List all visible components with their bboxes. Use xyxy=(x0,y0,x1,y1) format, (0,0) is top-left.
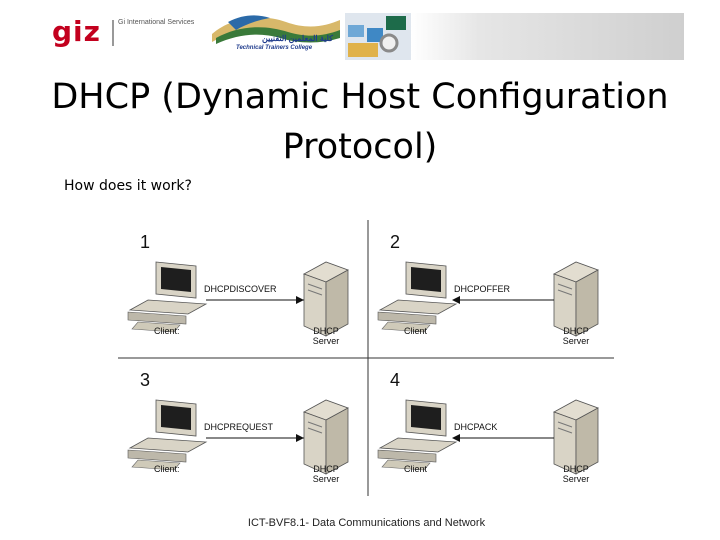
message-label: DHCPDISCOVER xyxy=(204,284,277,294)
message-label: DHCPACK xyxy=(454,422,497,432)
server-label-line-2: Server xyxy=(313,474,340,484)
step-number: 4 xyxy=(390,370,400,390)
ict-logo xyxy=(345,13,411,60)
ict-logo-icon xyxy=(348,16,406,57)
client-label: Client: xyxy=(154,464,180,474)
client-computer-icon xyxy=(377,399,458,471)
giz-logo-subtitle: Gi International Services xyxy=(118,19,195,26)
server-label-line-1: DHCP xyxy=(313,464,339,474)
message-label: DHCPREQUEST xyxy=(204,422,274,432)
slide-subtitle: How does it work? xyxy=(64,178,192,194)
giz-logo: giz Gi International Services xyxy=(52,14,202,54)
client-computer-icon xyxy=(377,261,458,333)
giz-logo-divider xyxy=(112,20,114,46)
header-grey-band xyxy=(411,13,684,60)
dhcp-server-icon xyxy=(553,261,599,337)
dhcp-server-icon xyxy=(553,399,599,475)
server-label-line-1: DHCP xyxy=(563,326,589,336)
message-label: DHCPOFFER xyxy=(454,284,511,294)
giz-logo-text: giz xyxy=(52,15,101,48)
slide-title-line-1: DHCP (Dynamic Host Configuration xyxy=(51,77,669,117)
footer-text: ICT-BVF8.1- Data Communications and Netw… xyxy=(247,517,486,529)
message-arrow-head xyxy=(452,296,460,304)
server-label-line-1: DHCP xyxy=(563,464,589,474)
slide-title: DHCP (Dynamic Host Configuration Protoco… xyxy=(0,72,720,172)
college-arabic-name: كلية المعلمين التقنيين xyxy=(262,34,333,43)
client-label: Client: xyxy=(154,326,180,336)
message-arrow-head xyxy=(296,434,304,442)
client-label: Client xyxy=(404,464,428,474)
step-number: 3 xyxy=(140,370,150,390)
dhcp-server-icon xyxy=(303,261,349,337)
step-number: 1 xyxy=(140,232,150,252)
step-number: 2 xyxy=(390,232,400,252)
message-arrow-head xyxy=(296,296,304,304)
client-label: Client xyxy=(404,326,428,336)
college-logo xyxy=(212,15,340,44)
dhcp-server-icon xyxy=(303,399,349,475)
client-computer-icon xyxy=(127,399,208,471)
slide-title-line-2: Protocol) xyxy=(282,127,438,167)
server-label-line-1: DHCP xyxy=(313,326,339,336)
client-computer-icon xyxy=(127,261,208,333)
server-label-line-2: Server xyxy=(313,336,340,346)
college-name: Technical Trainers College xyxy=(236,45,313,51)
server-label-line-2: Server xyxy=(563,474,590,484)
message-arrow-head xyxy=(452,434,460,442)
server-label-line-2: Server xyxy=(563,336,590,346)
